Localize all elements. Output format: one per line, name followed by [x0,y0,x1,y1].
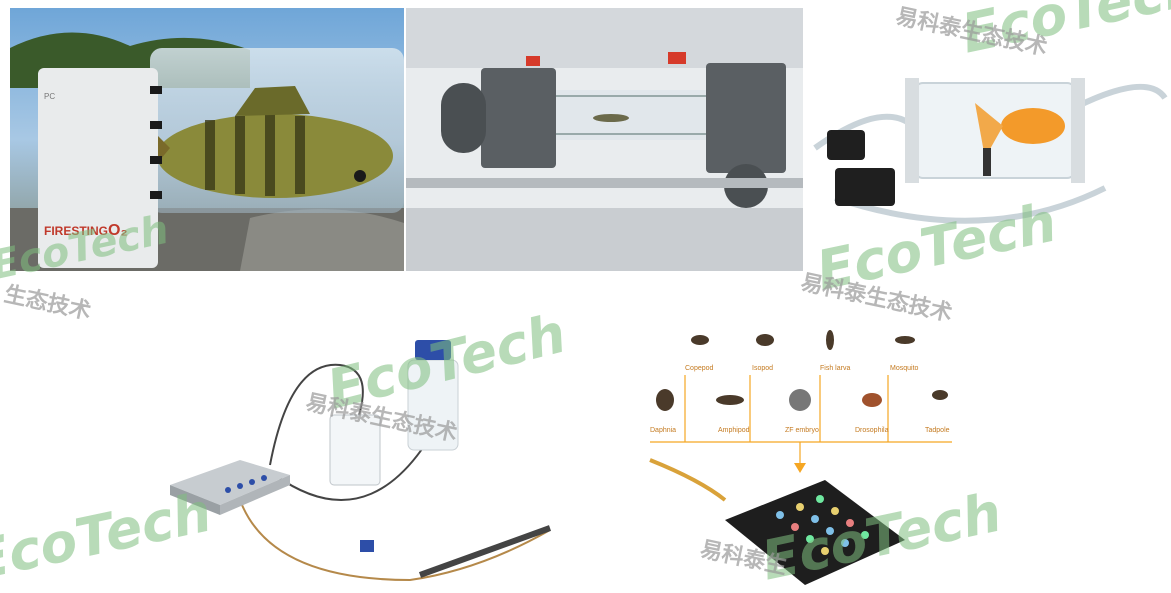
organism-isopod [756,334,774,346]
brand-suffix: O₂ [108,222,128,239]
bottle-cap [415,340,451,360]
diagram-organisms-microplate: Copepod Isopod Fish larva Mosquito Daphn… [640,315,970,590]
organism-copepod [691,335,709,345]
firesting-brand: FIRESTINGO₂ [44,222,128,240]
photo-oxygen-meter-sensors [150,300,610,590]
perch-scene [10,8,404,271]
tunnel-end-right [706,63,786,173]
brand-text: FIRESTING [44,224,109,238]
port-label: PC [44,92,56,101]
label-amphipod: Amphipod [718,427,750,434]
photo-swim-tunnel [406,8,803,271]
label-copepod: Copepod [685,365,714,372]
beaker [329,414,381,486]
needle-probe [418,525,552,578]
label-mosquito: Mosquito [890,365,919,372]
bottle [407,359,459,451]
goldfish-scene [805,8,1169,271]
pump-2 [835,168,895,206]
label-fish-larva: Fish larva [820,365,851,372]
meter-scene [170,340,552,582]
organisms-scene [649,330,952,585]
organism-mosquito [895,336,915,344]
organism-drosophila [862,393,882,407]
connector-lines [650,375,952,465]
pump-1 [827,130,865,160]
arrow-down [794,463,806,473]
organism-amphipod [716,395,744,405]
organism-zf-embryo [789,389,811,411]
organism-daphnia [656,389,674,411]
photo-goldfish-chamber [805,8,1169,271]
photo-perch-respirometer: FIRESTINGO₂ PC [10,8,404,271]
meter-device [170,460,290,515]
label-zf-embryo: ZF embryo [785,427,819,434]
watermark-cn-short: 生态技术 [1,282,94,325]
microplate [725,480,905,585]
label-daphnia: Daphnia [650,427,677,434]
label-drosophila: Drosophila [855,427,889,434]
goldfish [975,103,1065,158]
organism-tadpole [932,390,948,400]
label-isopod: Isopod [752,365,774,372]
tunnel-end-left [481,68,556,168]
label-tadpole: Tadpole [925,427,950,434]
small-fish [593,114,629,122]
organism-fish-larva [826,330,834,350]
swim-tunnel-scene [406,8,803,271]
firesting-device [38,68,158,268]
